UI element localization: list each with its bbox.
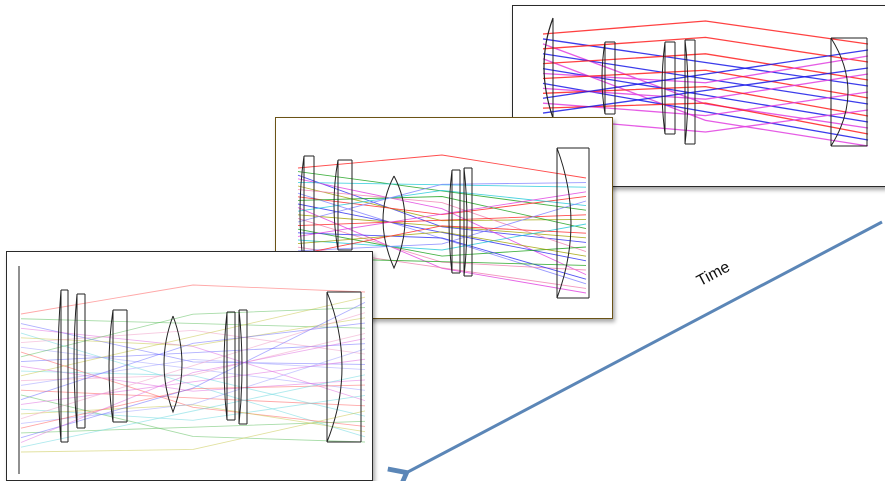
ray-line — [20, 348, 366, 424]
ray-line — [20, 374, 366, 448]
mirror-element-surface — [830, 37, 849, 147]
ray-line — [297, 171, 587, 211]
ray-line — [297, 203, 587, 262]
ray-line — [20, 420, 366, 434]
ray-line — [542, 55, 869, 84]
ray-line — [542, 67, 869, 114]
ray-line — [20, 384, 366, 429]
ray-line — [20, 296, 366, 377]
ray-line — [20, 322, 366, 401]
ray-line — [297, 174, 587, 243]
ray-line — [20, 394, 366, 443]
ray-line — [542, 58, 869, 147]
ray-line — [20, 323, 366, 365]
mirror-element-surface — [326, 291, 343, 443]
ray-line — [297, 200, 587, 252]
ray-line — [20, 301, 366, 439]
ray-line — [542, 91, 869, 117]
ray-line — [297, 214, 587, 239]
optical-ray-trace-latest — [18, 266, 366, 474]
ray-line — [20, 358, 366, 405]
ray-line — [20, 410, 366, 453]
ray-line — [297, 228, 587, 257]
ray-line — [20, 329, 366, 355]
lens-element-1-surface — [57, 289, 62, 443]
ray-line — [20, 365, 366, 392]
ray-line — [542, 49, 869, 99]
ray-line — [542, 102, 869, 135]
ray-line — [20, 312, 366, 420]
ray-line — [542, 67, 869, 123]
ray-line — [297, 225, 587, 255]
ray-line — [20, 343, 366, 363]
ray-line — [542, 82, 869, 141]
ray-line — [20, 370, 366, 417]
ray-line — [297, 214, 587, 227]
lens-diagram-front-panel — [6, 251, 373, 481]
optical-ray-trace-early — [542, 17, 869, 147]
ray-line — [542, 53, 869, 105]
ray-line — [20, 351, 366, 427]
ray-line — [297, 195, 587, 216]
ray-line — [20, 395, 366, 421]
ray-line — [297, 223, 587, 251]
front-lens-surface — [543, 17, 554, 119]
lens-element-4-surface — [223, 311, 228, 421]
lens-group-c-surface — [684, 39, 689, 145]
ray-line — [542, 53, 869, 81]
ray-line — [20, 327, 366, 402]
biconvex-lens — [163, 315, 183, 414]
ray-line — [542, 73, 869, 100]
optical-ray-trace-middle — [297, 147, 590, 299]
lens-element-4-surface — [463, 167, 468, 277]
ray-line — [20, 332, 366, 382]
ray-line — [542, 20, 869, 45]
ray-line — [20, 318, 366, 329]
ray-line — [297, 196, 587, 230]
ray-line — [297, 191, 587, 237]
lens-element-3-surface — [108, 309, 114, 423]
mirror-element-surface — [556, 147, 572, 299]
ray-line — [297, 181, 587, 188]
ray-line — [20, 359, 366, 386]
ray-line — [297, 178, 587, 276]
lens-element-2-surface — [73, 293, 78, 429]
ray-line — [297, 185, 587, 222]
ray-line — [20, 389, 366, 407]
ray-line — [297, 189, 587, 253]
ray-line — [542, 38, 869, 87]
ray-line — [297, 154, 587, 179]
ray-line — [20, 404, 366, 433]
lens-group-b-surface — [661, 41, 666, 135]
biconvex-lens — [382, 175, 406, 270]
ray-line — [297, 192, 587, 285]
ray-line — [297, 232, 587, 280]
ray-line — [20, 317, 366, 347]
ray-line — [297, 182, 587, 223]
ray-line — [297, 231, 587, 257]
lens-element-5-surface — [238, 309, 243, 425]
lens-element-2-surface — [333, 159, 339, 251]
ray-line — [20, 284, 366, 315]
ray-line — [542, 69, 869, 99]
ray-line — [297, 207, 587, 294]
ray-line — [297, 217, 587, 271]
ray-line — [20, 338, 366, 443]
ray-line — [542, 36, 869, 63]
ray-line — [542, 85, 869, 117]
ray-line — [20, 346, 366, 391]
ray-line — [20, 332, 366, 438]
time-arrow-line — [404, 220, 883, 474]
ray-line — [542, 43, 869, 129]
lens-element-3-surface — [448, 169, 453, 274]
ray-line — [297, 189, 587, 212]
ray-line — [20, 307, 366, 358]
lens-group-a-surface — [601, 41, 606, 115]
